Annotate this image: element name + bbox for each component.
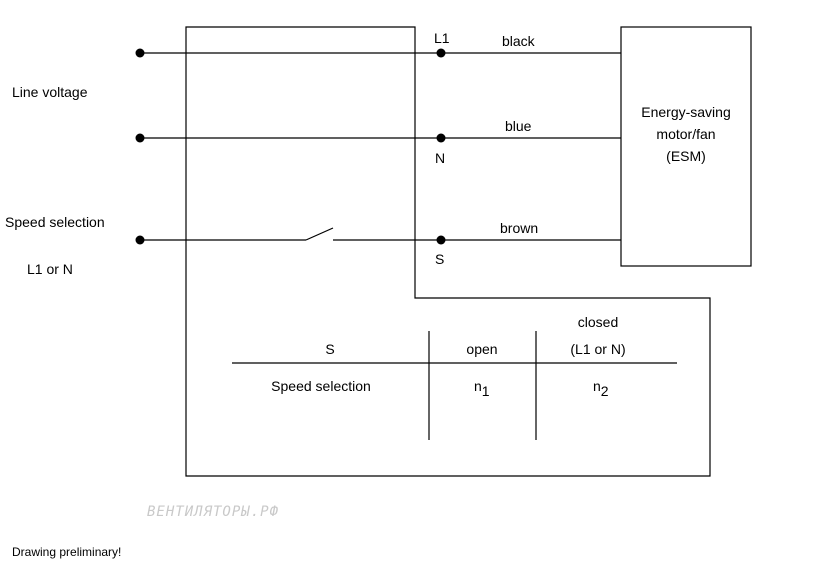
- table-cell-n2: n2: [593, 378, 609, 399]
- switch-blade: [305, 227, 334, 241]
- n2-base: n: [593, 378, 601, 394]
- motor-label-line2: motor/fan: [656, 126, 715, 142]
- enclosure-frame: [185, 26, 711, 477]
- table-header-closed: closed: [578, 314, 618, 330]
- terminal-label-n: N: [435, 150, 445, 166]
- l1-or-n-label: L1 or N: [27, 261, 73, 277]
- motor-box: [620, 26, 752, 267]
- line-voltage-label: Line voltage: [12, 84, 88, 100]
- n2-subscript: 2: [601, 383, 609, 399]
- wire-label-black: black: [502, 33, 536, 49]
- motor-label-line3: (ESM): [666, 148, 706, 164]
- table-header-s: S: [325, 341, 334, 357]
- table-header-open: open: [466, 341, 497, 357]
- table-header-l1-or-n: (L1 or N): [570, 341, 625, 357]
- terminal-label-s: S: [435, 251, 444, 267]
- terminal-dot-l1: [436, 48, 446, 58]
- footer-note: Drawing preliminary!: [12, 545, 121, 559]
- terminal-dot-n: [436, 133, 446, 143]
- n1-subscript: 1: [482, 383, 490, 399]
- terminal-dot-left-s: [135, 235, 145, 245]
- watermark: ВЕНТИЛЯТОРЫ.РФ: [147, 504, 279, 520]
- terminal-dot-left-n: [135, 133, 145, 143]
- terminal-label-l1: L1: [434, 30, 450, 46]
- terminal-dot-left-l1: [135, 48, 145, 58]
- n1-base: n: [474, 378, 482, 394]
- wire-label-blue: blue: [505, 118, 532, 134]
- terminal-dot-s: [436, 235, 446, 245]
- table-cell-n1: n1: [474, 378, 490, 399]
- motor-label-line1: Energy-saving: [641, 104, 731, 120]
- speed-selection-label: Speed selection: [5, 214, 105, 230]
- table-row-speed-selection: Speed selection: [271, 378, 371, 394]
- wire-label-brown: brown: [500, 220, 538, 236]
